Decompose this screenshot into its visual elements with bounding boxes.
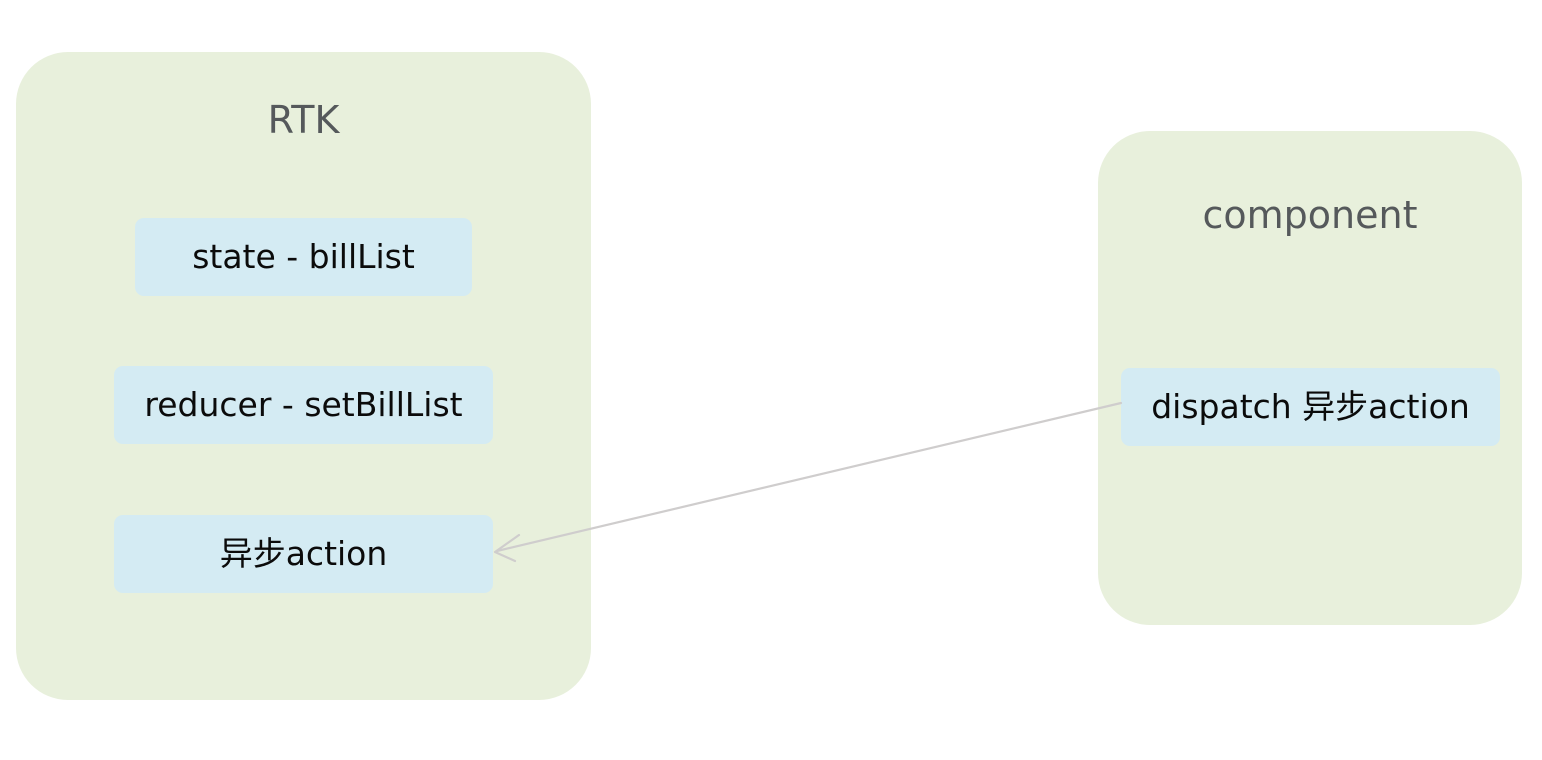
node-state-billlist[interactable]: state - billList bbox=[135, 218, 472, 296]
node-dispatch-async-action[interactable]: dispatch 异步action bbox=[1121, 368, 1500, 446]
node-reducer-setbilllist[interactable]: reducer - setBillList bbox=[114, 366, 493, 444]
node-reducer-setbilllist-label: reducer - setBillList bbox=[144, 385, 463, 424]
node-dispatch-async-action-label: dispatch 异步action bbox=[1151, 387, 1470, 426]
node-state-billlist-label: state - billList bbox=[192, 237, 415, 276]
group-rtk[interactable]: RTK state - billList reducer - setBillLi… bbox=[16, 52, 591, 700]
group-component[interactable]: component dispatch 异步action bbox=[1098, 131, 1522, 625]
node-async-action[interactable]: 异步action bbox=[114, 515, 493, 593]
group-component-title: component bbox=[1202, 193, 1418, 237]
node-async-action-label: 异步action bbox=[219, 534, 388, 573]
group-rtk-title: RTK bbox=[267, 98, 340, 142]
